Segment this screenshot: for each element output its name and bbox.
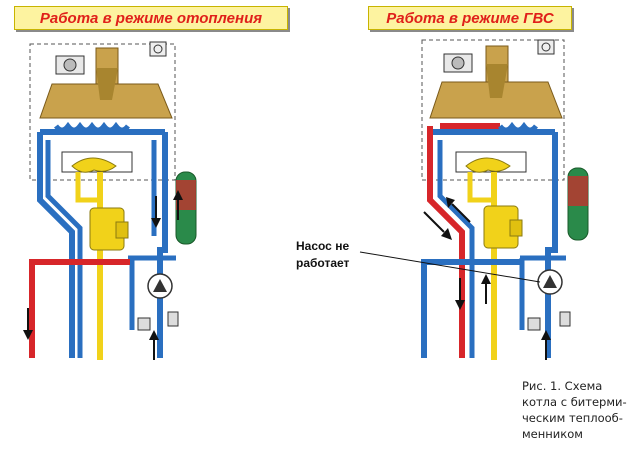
fan-icon <box>55 55 85 75</box>
flow-arrow-icon <box>23 190 183 360</box>
valve-icon <box>167 311 179 327</box>
pressure-switch-icon <box>149 41 167 57</box>
caption-line1: Рис. 1. Схема <box>522 379 603 393</box>
caption-line4: менником <box>522 427 583 441</box>
burner-icon <box>455 151 527 173</box>
flue-hood <box>429 45 563 119</box>
pump-pointer-line <box>359 251 541 283</box>
return-pipe-left <box>437 140 475 358</box>
pump-label-line2: работает <box>296 256 350 270</box>
pump-not-working-label: Насос не работает <box>296 238 368 272</box>
heating-scheme <box>23 41 197 360</box>
gas-valve-icon <box>483 205 523 249</box>
valve-icon <box>559 311 571 327</box>
dhw-scheme <box>421 39 589 360</box>
pump-label-line1: Насос не <box>296 239 350 253</box>
heat-exchanger-coil <box>54 121 130 133</box>
flow-pipe-right <box>545 132 558 358</box>
return-pipe-left <box>37 132 75 358</box>
flow-arrow-icon <box>423 197 551 360</box>
pressure-switch-icon <box>537 39 555 55</box>
pump-icon <box>147 273 173 299</box>
figure-caption: Рис. 1. Схема котла с битерми- ческим те… <box>522 378 640 442</box>
pump-icon <box>537 269 563 295</box>
fan-icon <box>443 53 473 73</box>
gas-valve-icon <box>89 207 129 251</box>
burner-icon <box>61 151 133 173</box>
flue-hood <box>39 47 173 119</box>
heat-exchanger-coil <box>498 121 538 133</box>
cold-water-pipe <box>421 259 520 358</box>
expansion-tank-icon <box>175 171 197 245</box>
title-dhw-mode: Работа в режиме ГВС <box>368 6 572 30</box>
valve-icon <box>527 317 541 331</box>
hot-water-pipe <box>427 126 465 358</box>
caption-line3: ческим теплооб- <box>522 411 623 425</box>
hot-water-pipe <box>29 259 130 358</box>
title-heating-mode: Работа в режиме отопления <box>14 6 288 30</box>
caption-line2: котла с битерми- <box>522 395 627 409</box>
valve-icon <box>137 317 151 331</box>
expansion-tank-icon <box>567 167 589 241</box>
flow-pipe-right <box>157 132 168 358</box>
